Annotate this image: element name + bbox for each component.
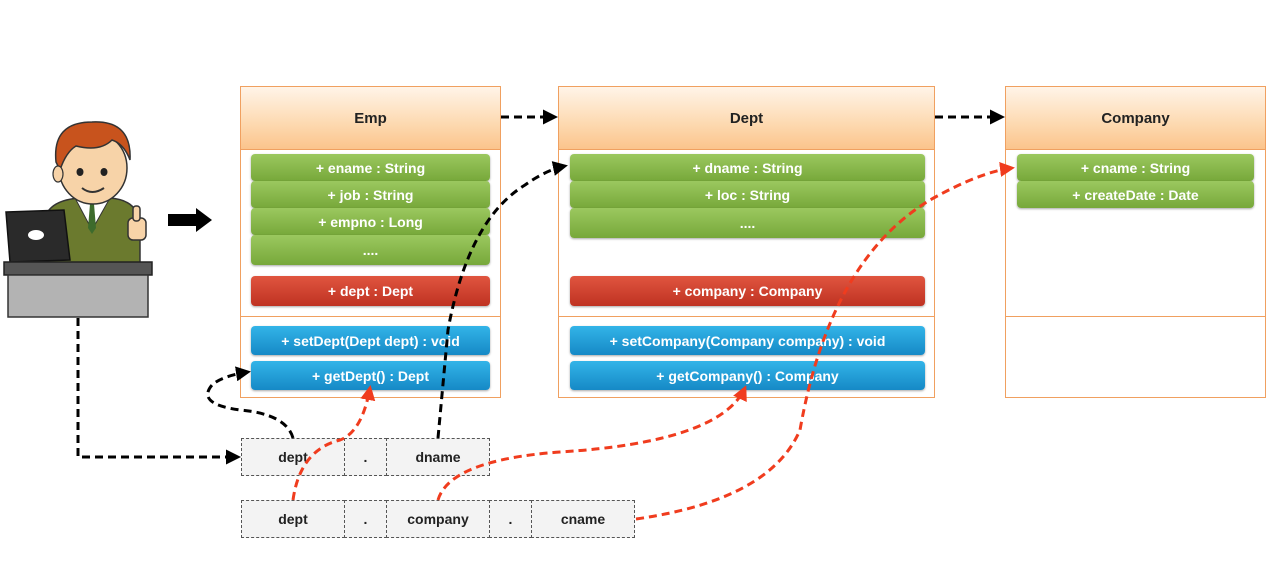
expr1-dept: dept — [241, 438, 345, 476]
company-class-box: Company + cname : String + createDate : … — [1005, 86, 1266, 398]
emp-attribute-more: .... — [251, 235, 490, 265]
expr2-dot-2: . — [489, 500, 532, 538]
dept-method-setcompany: + setCompany(Company company) : void — [570, 326, 925, 355]
dept-reference-company: + company : Company — [570, 276, 925, 306]
expr2-dot-1: . — [344, 500, 387, 538]
emp-class-box: Emp + ename : String + job : String + em… — [240, 86, 501, 398]
dept-class-header: Dept — [559, 87, 934, 150]
dept-method-getcompany: + getCompany() : Company — [570, 361, 925, 390]
company-class-header: Company — [1006, 87, 1265, 150]
emp-reference-dept: + dept : Dept — [251, 276, 490, 306]
emp-attribute-empno: + empno : Long — [251, 208, 490, 235]
dept-class-box: Dept + dname : String + loc : String ...… — [558, 86, 935, 398]
emp-class-header: Emp — [241, 87, 500, 150]
arrow-person-to-expression — [76, 318, 241, 465]
expr2-dept: dept — [241, 500, 345, 538]
emp-attribute-job: + job : String — [251, 181, 490, 208]
expr1-dname: dname — [386, 438, 490, 476]
expr2-company: company — [386, 500, 490, 538]
dept-attribute-more: .... — [570, 208, 925, 238]
company-attribute-cname: + cname : String — [1017, 154, 1254, 181]
emp-method-getdept: + getDept() : Dept — [251, 361, 490, 390]
person-at-laptop-icon — [3, 121, 153, 318]
emp-attribute-ename: + ename : String — [251, 154, 490, 181]
dept-attribute-loc: + loc : String — [570, 181, 925, 208]
emp-method-setdept: + setDept(Dept dept) : void — [251, 326, 490, 355]
company-attribute-createdate: + createDate : Date — [1017, 181, 1254, 208]
expr1-dot: . — [344, 438, 387, 476]
dept-attribute-dname: + dname : String — [570, 154, 925, 181]
expr2-cname: cname — [531, 500, 635, 538]
